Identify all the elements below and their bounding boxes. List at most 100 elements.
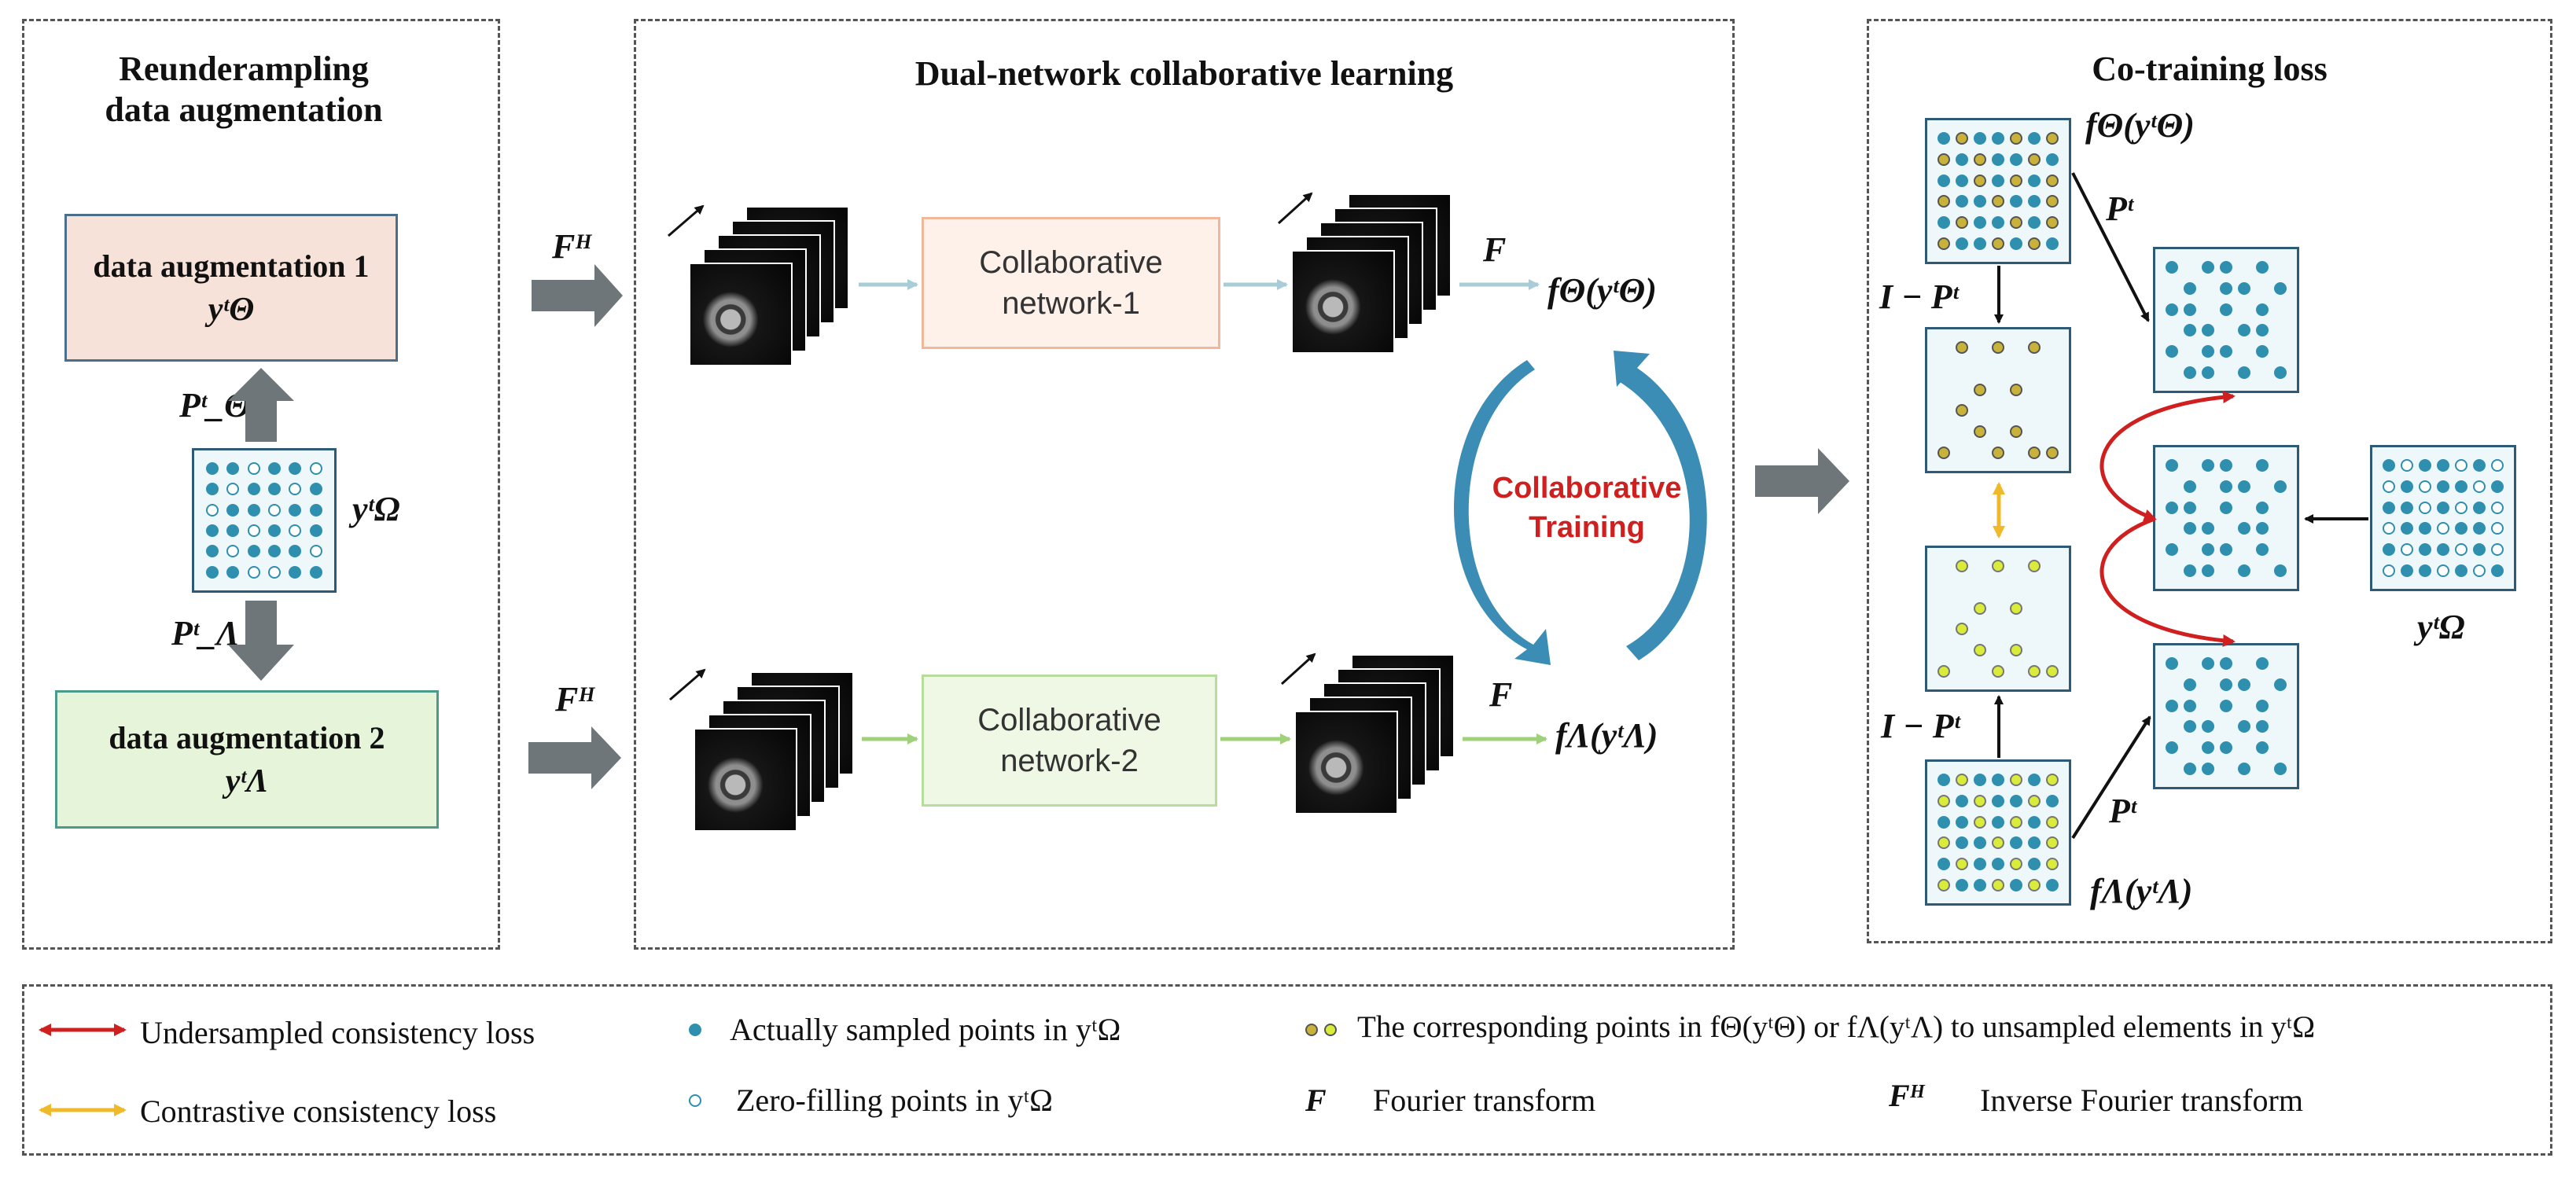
grid-dot	[2490, 480, 2504, 493]
grid-dot	[1974, 815, 1987, 829]
y-omega-label-left: yᵗΩ	[352, 490, 400, 528]
grid-dot	[1956, 132, 1969, 145]
network-2-label: Collaborative network-2	[977, 703, 1161, 778]
collaborative-learning-title: Dual-network collaborative learning	[914, 54, 1454, 93]
grid-dot	[268, 524, 282, 538]
input-image-stack-top	[689, 206, 854, 371]
grid-dot	[2009, 174, 2022, 187]
grid-dot	[1956, 794, 1969, 807]
i-minus-pt-label-bottom: I − Pᵗ	[1881, 707, 1960, 745]
grid-dot	[268, 503, 282, 516]
grid-dot	[1974, 836, 1987, 850]
grid-dot	[1956, 174, 1969, 187]
grid-dot	[206, 565, 219, 579]
grid-dot	[1938, 132, 1951, 145]
grid-dot	[2009, 153, 2022, 166]
grid-dot	[1938, 446, 1951, 459]
grid-dot	[1991, 195, 2004, 208]
grid-dot	[2166, 344, 2179, 358]
grid-dot	[1938, 794, 1951, 807]
grid-dot	[2436, 459, 2449, 472]
grid-dot	[2255, 699, 2269, 712]
grid-dot	[2401, 564, 2414, 577]
fh-arrow-top	[532, 264, 623, 327]
i-minus-pt-label-top: I − Pᵗ	[1879, 278, 1959, 316]
grid-dot	[2419, 501, 2432, 514]
grid-dot	[289, 524, 302, 538]
legend-zero-fill: Zero-filling points in yᵗΩ	[736, 1083, 1053, 1118]
grid-dot	[1991, 341, 2004, 355]
grid-dot	[2436, 501, 2449, 514]
grid-dot	[1938, 153, 1951, 166]
grid-dot	[2472, 564, 2486, 577]
grid-dot	[1956, 774, 1969, 787]
y-omega-grid-right	[2370, 445, 2516, 591]
grid-dot	[1938, 857, 1951, 870]
grid-dot	[2436, 564, 2449, 577]
grid-dot	[2202, 344, 2215, 358]
grid-dot	[268, 565, 282, 579]
grid-dot	[2184, 720, 2197, 733]
grid-dot	[1991, 215, 2004, 229]
sampled-lambda-grid	[2153, 643, 2299, 789]
mask-dots	[202, 458, 326, 583]
grid-dot	[2419, 542, 2432, 556]
grid-dot	[2202, 542, 2215, 556]
grid-dot	[2045, 836, 2059, 850]
grid-dot	[2009, 774, 2022, 787]
grid-dot	[2166, 303, 2179, 316]
grid-dot	[2184, 366, 2197, 379]
grid-dot	[2184, 564, 2197, 577]
grid-dot	[2184, 522, 2197, 535]
grid-dot	[2383, 480, 2396, 493]
f-lambda-grid	[1925, 759, 2071, 906]
grid-dot	[1991, 664, 2004, 678]
grid-dot	[1938, 878, 1951, 891]
f-lambda-label: fΛ(yᵗΛ)	[2090, 872, 2193, 910]
grid-dot	[2383, 501, 2396, 514]
grid-dot	[2027, 446, 2041, 459]
grid-dot	[2219, 678, 2232, 691]
grid-dot	[2237, 720, 2250, 733]
grid-dot	[2009, 215, 2022, 229]
grid-dot	[2045, 794, 2059, 807]
grid-dot	[247, 462, 260, 476]
grid-dot	[2045, 132, 2059, 145]
grid-dot	[2436, 480, 2449, 493]
augmentation-title: Reunderampling data augmentation	[105, 50, 383, 129]
grid-dot	[2255, 261, 2269, 274]
grid-dot	[2202, 261, 2215, 274]
unsampled-lambda-grid	[1925, 546, 2071, 692]
grid-dot	[2184, 699, 2197, 712]
grid-dot	[2045, 815, 2059, 829]
grid-dot	[268, 545, 282, 558]
grid-dot	[2219, 741, 2232, 754]
grid-dot	[1974, 383, 1987, 396]
grid-dot	[2009, 836, 2022, 850]
grid-dot	[2454, 522, 2467, 535]
pt-label-bottom: Pᵗ	[2109, 792, 2137, 830]
legend-lime-dot-icon	[1324, 1024, 1337, 1036]
grid-dot	[2255, 344, 2269, 358]
augmentation-2-box: data augmentation 2 yᵗΛ	[55, 690, 439, 829]
grid-dot	[2027, 836, 2041, 850]
pt-label-top: Pᵗ	[2106, 189, 2134, 228]
grid-dot	[2490, 459, 2504, 472]
grid-dot	[1974, 878, 1987, 891]
grid-dot	[2255, 657, 2269, 671]
grid-dot	[1991, 560, 2004, 573]
grid-dot	[2045, 774, 2059, 787]
collaborative-network-1: Collaborative network-1	[922, 217, 1220, 349]
grid-dot	[1938, 237, 1951, 250]
grid-dot	[1974, 215, 1987, 229]
grid-dot	[2237, 678, 2250, 691]
grid-dot	[2219, 344, 2232, 358]
grid-dot	[2255, 501, 2269, 514]
grid-dot	[2383, 564, 2396, 577]
grid-dot	[2419, 564, 2432, 577]
grid-dot	[309, 503, 322, 516]
grid-dot	[2219, 261, 2232, 274]
grid-dot	[2255, 720, 2269, 733]
grid-dot	[1938, 195, 1951, 208]
grid-dot	[2255, 542, 2269, 556]
